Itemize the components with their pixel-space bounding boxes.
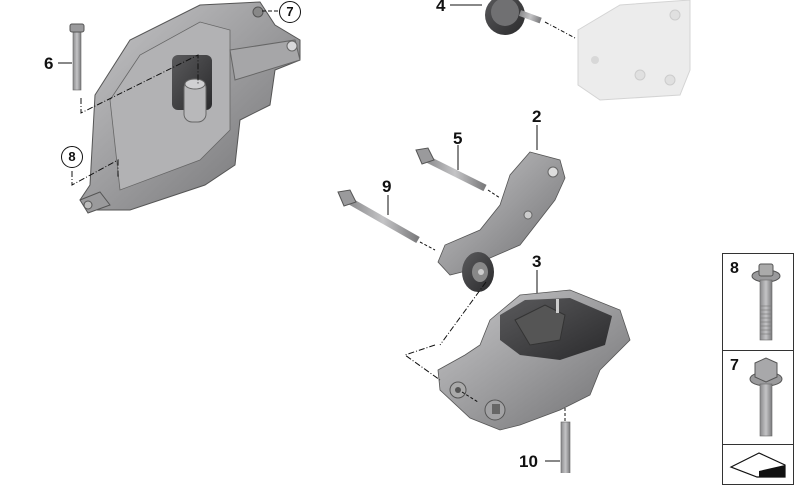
reference-cell-bolt-8: 8 — [723, 254, 793, 351]
reference-label-8: 8 — [730, 260, 739, 277]
bolt-6 — [58, 23, 199, 114]
ghost-bracket — [577, 0, 691, 101]
callout-8-circled: 8 — [61, 146, 83, 168]
transmission-mount-3 — [403, 270, 631, 431]
callout-3: 3 — [532, 252, 542, 271]
arrow-symbol-icon — [729, 452, 786, 478]
torque-rod-2 — [437, 125, 566, 292]
bolt-10 — [545, 408, 571, 473]
engine-mount-upper-left — [79, 1, 301, 214]
callout-2: 2 — [532, 107, 542, 126]
torx-bolt-icon — [751, 263, 781, 341]
reference-cell-symbol — [723, 445, 793, 485]
callout-6: 6 — [44, 54, 54, 73]
callout-9: 9 — [382, 177, 392, 196]
fastener-reference-panel: 8 7 — [722, 253, 794, 485]
callout-4: 4 — [436, 0, 446, 15]
hex-bolt-icon — [749, 357, 783, 437]
callout-5: 5 — [453, 129, 463, 148]
bolt-9 — [337, 189, 436, 251]
reference-cell-bolt-7: 7 — [723, 351, 793, 445]
callout-7-circled: 7 — [279, 1, 301, 23]
bolt-5 — [415, 145, 501, 199]
rubber-bushing-4 — [450, 0, 576, 39]
callout-10: 10 — [519, 452, 538, 471]
reference-label-7: 7 — [730, 357, 739, 374]
parts-diagram-canvas — [58, 0, 691, 473]
